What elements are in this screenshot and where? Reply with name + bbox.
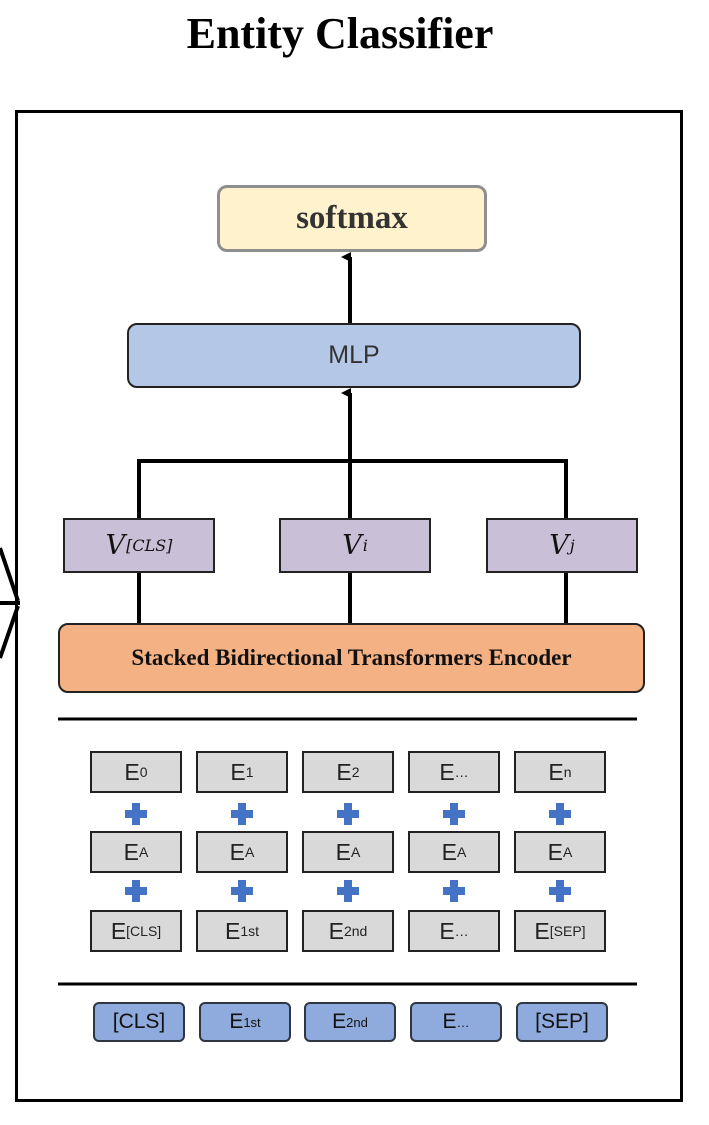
embedding-subscript: … (454, 764, 469, 780)
plus-icon (549, 880, 571, 902)
token-embedding-box: E[SEP] (514, 910, 606, 952)
plus-icon (443, 803, 465, 825)
classifier-frame (15, 110, 683, 1102)
plus-icon (125, 880, 147, 902)
embedding-base: E (110, 917, 127, 944)
input-token-box: [SEP] (516, 1002, 608, 1042)
embedding-base: E (123, 838, 139, 865)
input-token-box: [CLS] (93, 1002, 185, 1042)
embedding-subscript: A (563, 844, 573, 860)
token-base: E (442, 1010, 457, 1033)
token-embedding-box: E[CLS] (90, 910, 182, 952)
vector-base: V (342, 530, 362, 561)
embedding-base: E (124, 758, 140, 785)
embedding-subscript: 0 (139, 764, 148, 780)
embedding-base: E (534, 917, 550, 944)
encoder-label: Stacked Bidirectional Transformers Encod… (131, 645, 572, 670)
embedding-subscript: 1 (245, 764, 254, 780)
mlp-box: MLP (127, 323, 581, 388)
token-base: [CLS] (112, 1010, 166, 1033)
embedding-subscript: … (454, 923, 469, 939)
vector-subscript: [CLS] (126, 536, 173, 555)
embedding-base: E (335, 838, 351, 865)
position-embedding-box: E… (408, 751, 500, 793)
token-base: E (229, 1010, 244, 1033)
token-subscript: 2nd (346, 1014, 368, 1030)
embedding-base: E (439, 758, 455, 785)
embedding-base: E (336, 758, 352, 785)
vector-subscript: j (569, 536, 575, 555)
embedding-subscript: n (563, 764, 572, 780)
vector-subscript: i (362, 536, 368, 555)
vector-base: V (549, 530, 569, 561)
embedding-subscript: 2nd (343, 923, 368, 939)
embedding-subscript: A (139, 844, 149, 860)
diagram-title: Entity Classifier (186, 9, 494, 58)
embedding-base: E (548, 758, 564, 785)
token-base: [SEP] (535, 1010, 589, 1033)
embedding-base: E (547, 838, 563, 865)
plus-icon (337, 880, 359, 902)
embedding-subscript: A (351, 844, 361, 860)
token-subscript: … (456, 1014, 470, 1030)
embedding-base: E (230, 758, 246, 785)
token-base: E (332, 1010, 347, 1033)
branch-connector (137, 459, 568, 518)
embedding-base: E (439, 917, 455, 944)
mlp-label: MLP (328, 341, 380, 369)
embedding-subscript: A (245, 844, 255, 860)
plus-icon (549, 803, 571, 825)
plus-icon (231, 803, 253, 825)
plus-icon (231, 880, 253, 902)
embedding-base: E (224, 917, 241, 944)
input-token-box: E… (410, 1002, 502, 1042)
plus-icon (125, 803, 147, 825)
softmax-box: softmax (217, 185, 487, 252)
embedding-base: E (441, 838, 457, 865)
embedding-subscript: [SEP] (549, 923, 586, 939)
embedding-subscript: A (457, 844, 467, 860)
token-subscript: 1st (243, 1014, 261, 1030)
token-embedding-box: E… (408, 910, 500, 952)
softmax-label: softmax (296, 200, 408, 236)
embedding-base: E (328, 917, 344, 944)
vector-base: V (105, 530, 126, 561)
embedding-subscript: [CLS] (126, 923, 162, 939)
embedding-subscript: 1st (240, 923, 260, 939)
vector-cls-box: V[CLS] (63, 518, 215, 573)
encoder-box: Stacked Bidirectional Transformers Encod… (58, 623, 645, 693)
plus-icon (337, 803, 359, 825)
embedding-subscript: 2 (351, 764, 360, 780)
embedding-base: E (229, 838, 245, 865)
plus-icon (443, 880, 465, 902)
